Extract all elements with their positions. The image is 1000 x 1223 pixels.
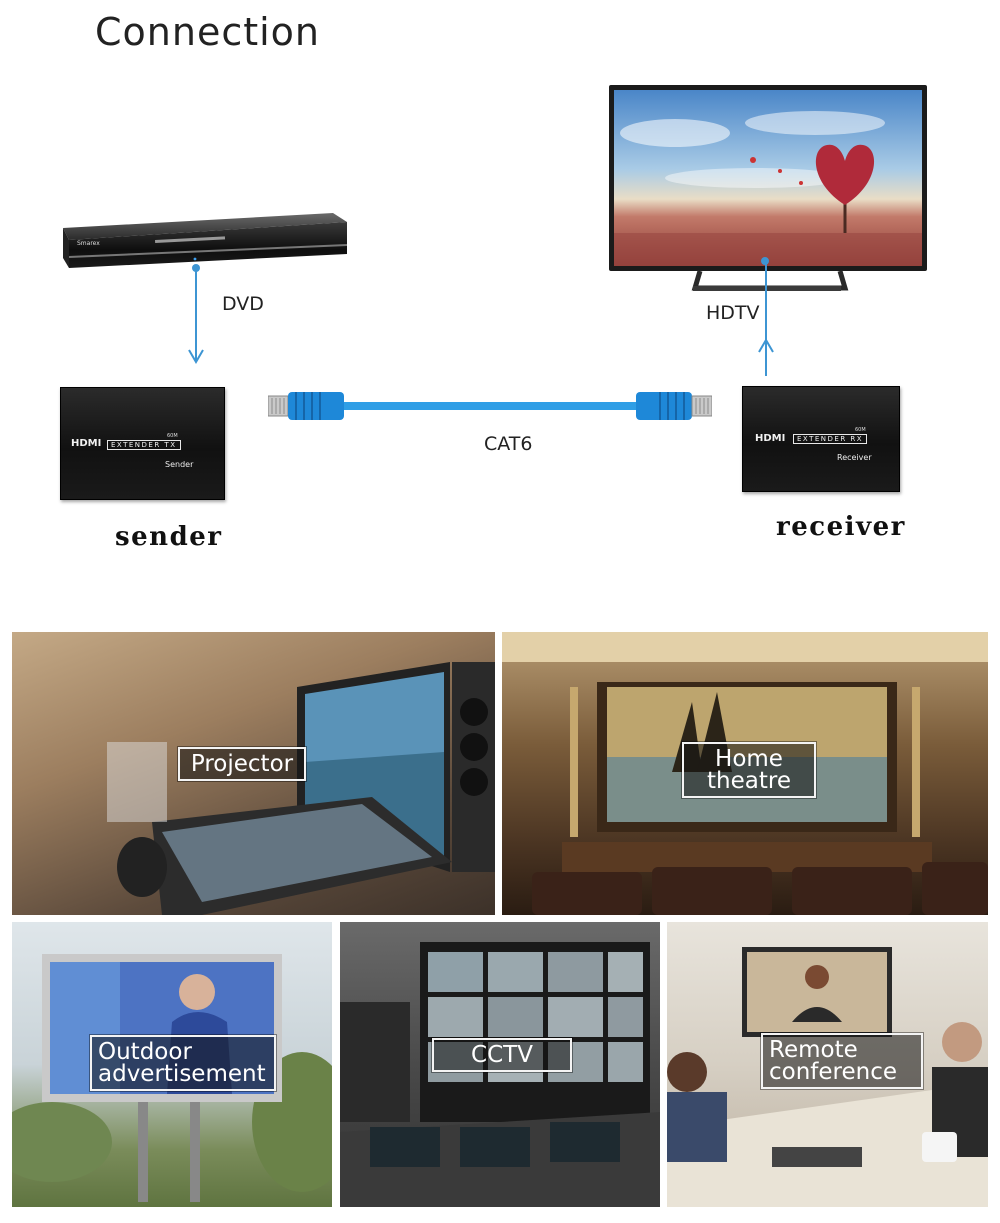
receiver-range: 60M	[855, 427, 866, 433]
home-theatre-caption-line-2: theatre	[707, 768, 791, 794]
receiver-to-hdtv-arrow	[758, 260, 774, 376]
cat6-label: CAT6	[484, 433, 533, 455]
outdoor-caption: Outdoor advertisement	[90, 1035, 276, 1091]
home-theatre-caption: Home theatre	[682, 742, 816, 798]
svg-text:Smarex: Smarex	[77, 240, 100, 247]
sender-name: Sender	[165, 460, 194, 469]
receiver-device: HDMI EXTENDER RX 60M Receiver	[742, 386, 900, 492]
cat6-cable-image	[268, 392, 712, 420]
projector-caption: Projector	[178, 747, 306, 781]
outdoor-advertisement-photo: Outdoor advertisement	[12, 922, 332, 1207]
remote-conference-caption: Remote conference	[761, 1033, 923, 1089]
remote-conference-caption-line-1: Remote	[769, 1037, 858, 1063]
page-title: Connection	[95, 10, 321, 54]
sender-device: HDMI EXTENDER TX 60M Sender	[60, 387, 225, 500]
cctv-photo: CCTV	[340, 922, 660, 1207]
remote-conference-caption-line-2: conference	[769, 1059, 898, 1085]
home-theatre-caption-line-1: Home	[715, 746, 783, 772]
dvd-to-sender-arrow	[188, 264, 204, 364]
remote-conference-photo: Remote conference	[667, 922, 988, 1207]
projector-photo: Projector	[12, 632, 495, 915]
dvd-label: DVD	[222, 293, 264, 315]
cctv-caption: CCTV	[432, 1038, 572, 1072]
home-theatre-photo: Home theatre	[502, 632, 988, 915]
sender-range: 60M	[167, 433, 178, 439]
receiver-name: Receiver	[837, 453, 872, 462]
receiver-brand: HDMI	[755, 433, 786, 444]
hdtv-image	[609, 85, 927, 291]
outdoor-caption-line-2: advertisement	[98, 1061, 266, 1087]
receiver-model: EXTENDER RX	[793, 434, 868, 444]
receiver-label: receiver	[776, 512, 906, 542]
sender-model: EXTENDER TX	[107, 440, 181, 450]
outdoor-caption-line-1: Outdoor	[98, 1039, 192, 1065]
sender-label: sender	[115, 522, 223, 552]
sender-brand: HDMI	[71, 438, 102, 449]
dvd-player-image: Smarex	[63, 213, 347, 268]
hdtv-label: HDTV	[706, 302, 760, 324]
